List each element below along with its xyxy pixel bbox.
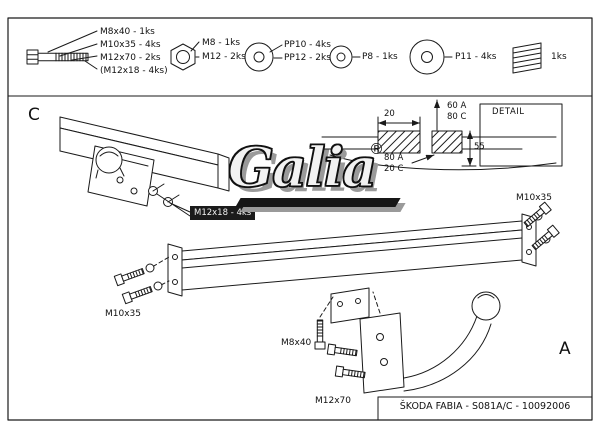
galia-logo: Galia Galia ® xyxy=(227,135,408,222)
detail-dim-top-width: 20 xyxy=(384,109,395,119)
view-c-drawing xyxy=(59,116,230,217)
detail-dim-height: 55 xyxy=(474,142,485,152)
detail-dim-c-top: 80 C xyxy=(447,112,467,122)
galia-logo-shadow-text: Galia xyxy=(233,140,382,204)
sheet-frame xyxy=(7,17,593,421)
detail-dim-a-top: 60 A xyxy=(447,101,467,111)
callout-m10x35-left: M10x35 xyxy=(105,309,141,319)
view-label-a: A xyxy=(559,339,571,359)
callout-m8x40: M8x40 xyxy=(281,338,312,348)
spring-icon xyxy=(512,42,542,74)
detail-title: DETAIL xyxy=(492,107,525,117)
legend-bolt-label-m12x18: (M12x18 - 4ks) xyxy=(100,66,168,76)
legend-bolt-label-m8x40: M8x40 - 1ks xyxy=(100,27,155,37)
legend-nut-label-m12: M12 - 2ks xyxy=(202,52,246,62)
legend-nut-label-m8: M8 - 1ks xyxy=(202,38,241,48)
logo-underline xyxy=(235,198,401,207)
nut-icon xyxy=(170,41,200,71)
legend-bolt-label-m12x70: M12x70 - 2ks xyxy=(100,53,161,63)
callout-m12x18: M12x18 - 4ks xyxy=(190,206,256,220)
legend-bolt-label-m10x35: M10x35 - 4ks xyxy=(100,40,161,50)
legend-spring-label: 1ks xyxy=(551,52,567,62)
view-label-c: C xyxy=(28,105,40,125)
callout-m12x70: M12x70 xyxy=(315,396,351,406)
washer-p11-icon xyxy=(409,39,453,75)
callout-m10x35-right: M10x35 xyxy=(516,193,552,203)
legend-washer-label-p11: P11 - 4ks xyxy=(455,52,497,62)
legend-washer-label-p8: P8 - 1ks xyxy=(362,52,398,62)
detail-section-drawing xyxy=(321,99,563,171)
galia-logo-text: Galia xyxy=(227,135,378,199)
legend-washer-label-pp12: PP12 - 2ks xyxy=(284,53,331,63)
main-assembly-drawing xyxy=(113,201,560,394)
washer-pp-icon xyxy=(244,42,283,72)
washer-p8-icon xyxy=(329,45,361,69)
detail-dim-a-bottom: 80 A xyxy=(384,153,404,163)
registered-mark: ® xyxy=(369,140,384,158)
drawing-title: ŠKODA FABIA - S081A/C - 10092006 xyxy=(399,401,571,412)
detail-dim-c-bottom: 20 C xyxy=(384,164,404,174)
bolt-icon xyxy=(26,30,98,70)
legend-washer-label-pp10: PP10 - 4ks xyxy=(284,40,331,50)
